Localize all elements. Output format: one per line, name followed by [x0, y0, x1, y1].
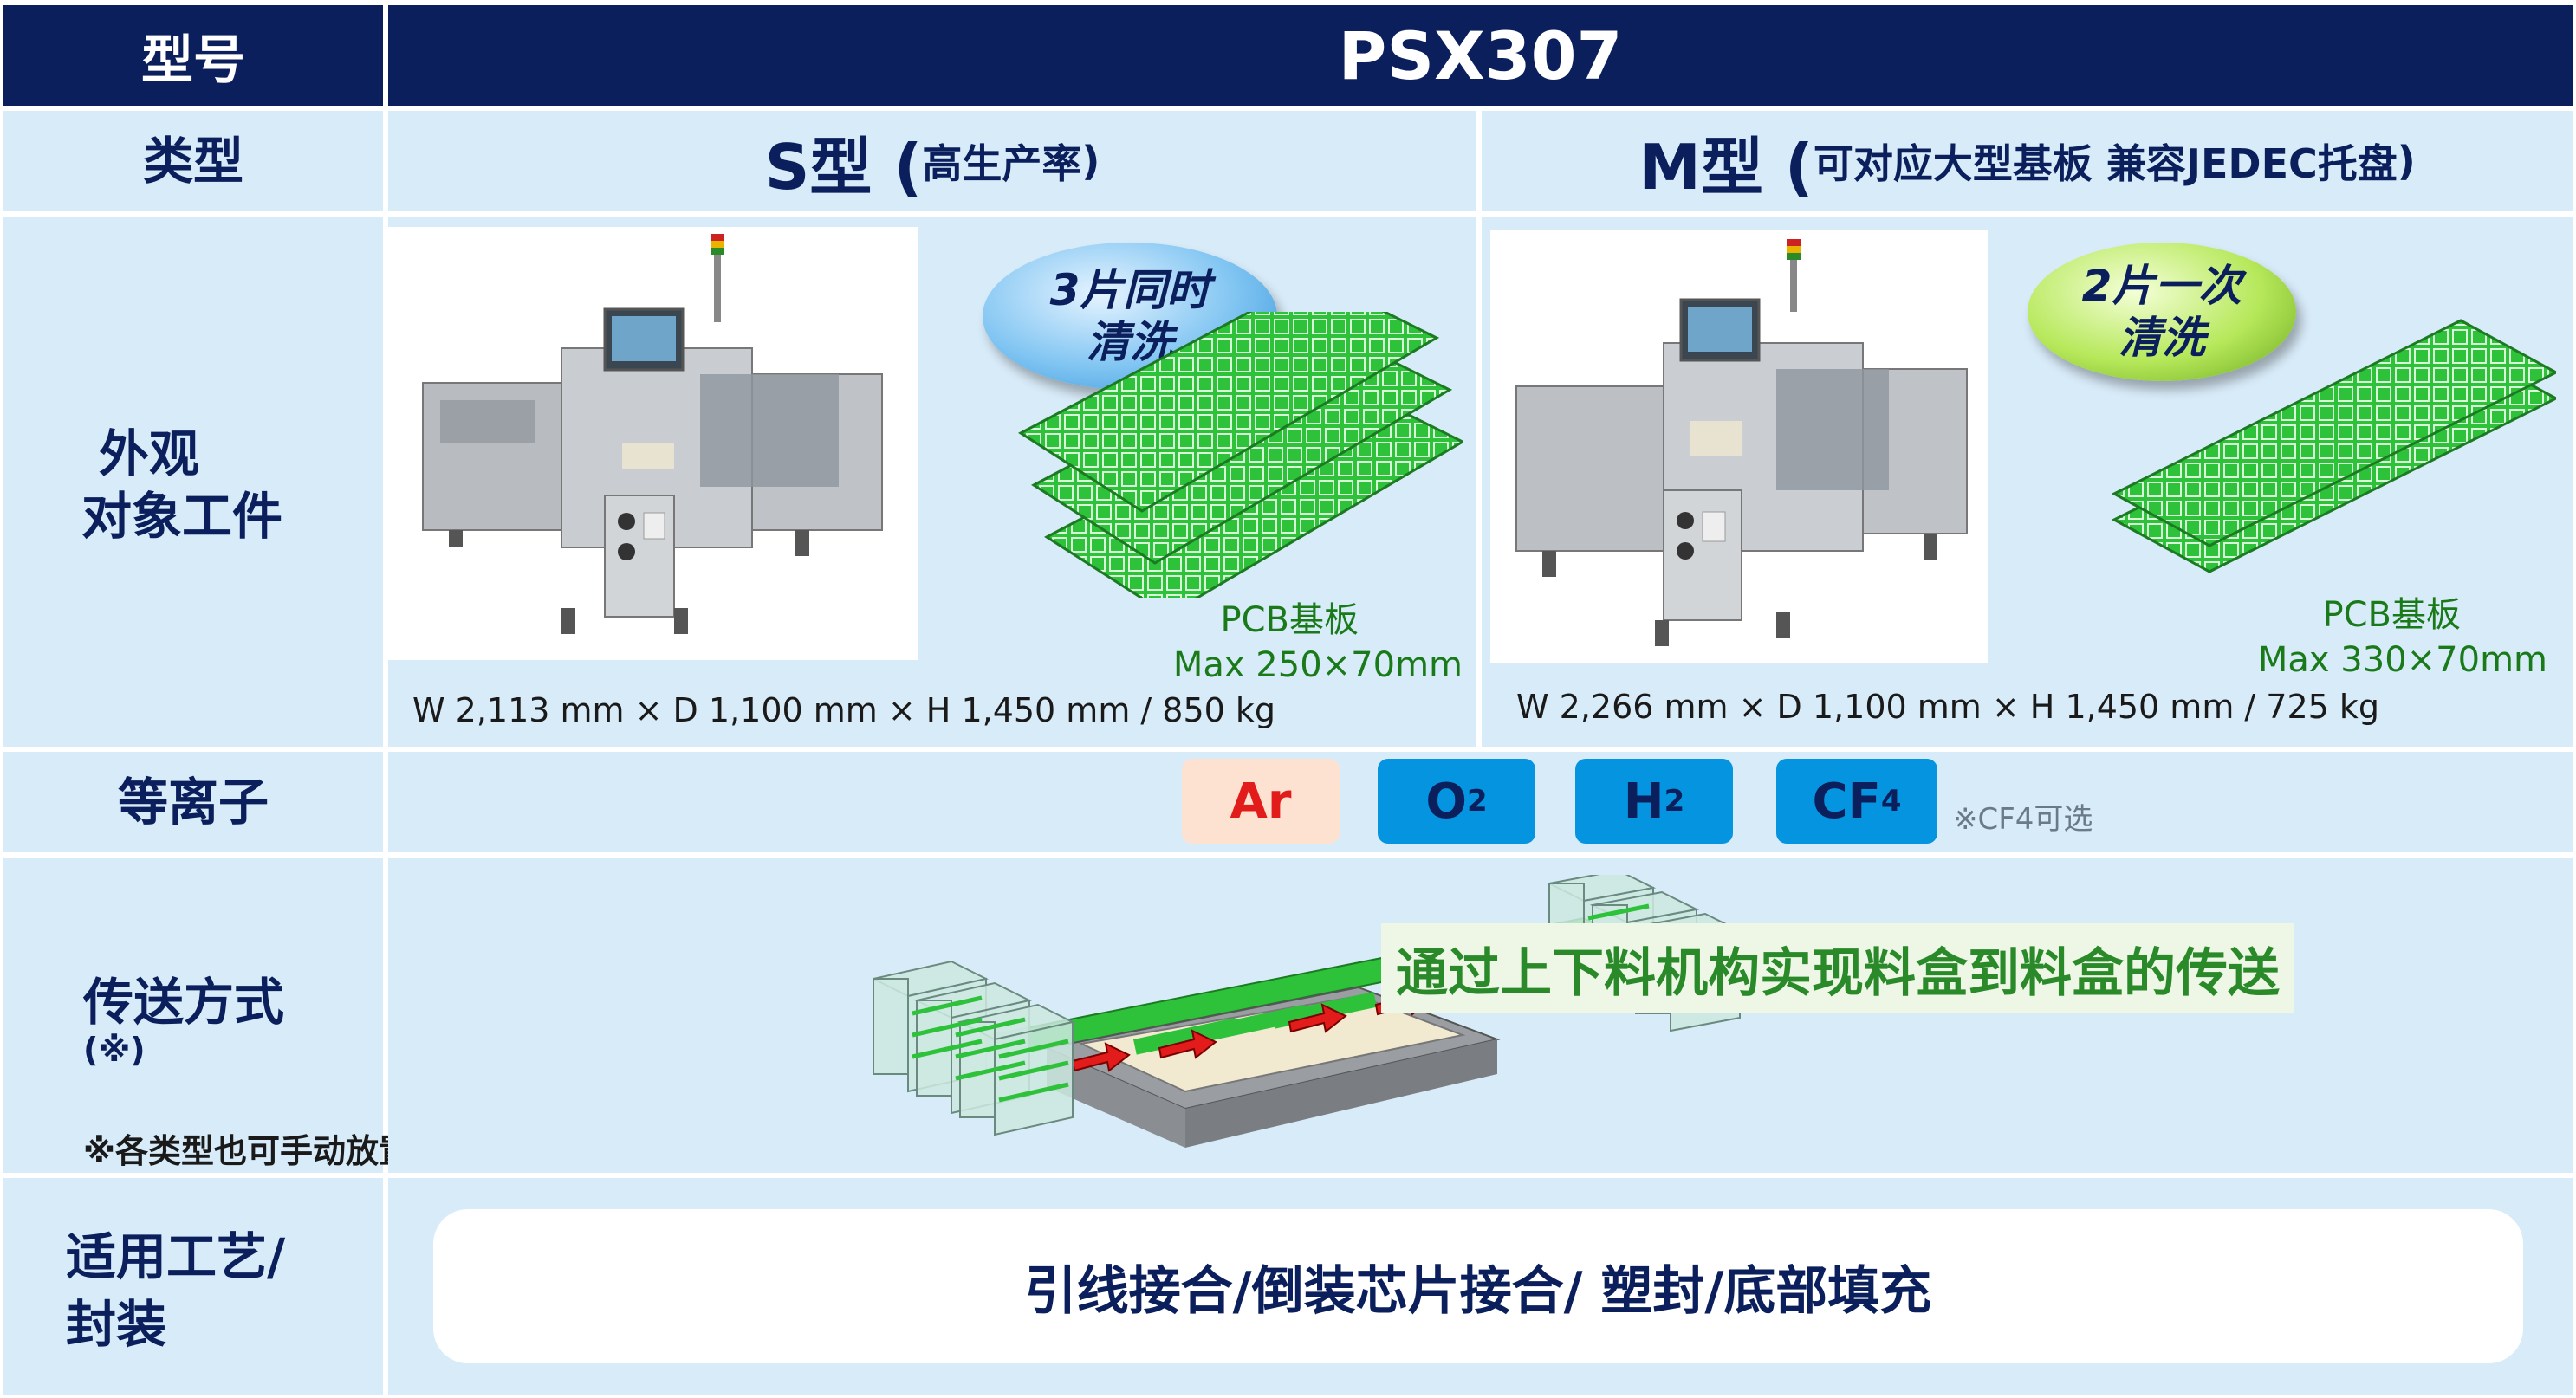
application-label-cell: 适用工艺/ 封装 — [3, 1178, 383, 1395]
m-type-header: M型 (可对应大型基板 兼容JEDEC托盘) — [1482, 111, 2573, 211]
m-type-desc: 可对应大型基板 兼容JEDEC托盘 — [1813, 140, 2398, 187]
transfer-label-mark: (※) — [83, 1031, 146, 1069]
s-type-header: S型 (高生产率) — [388, 111, 1476, 211]
gas-o2-sub: 2 — [1466, 784, 1488, 819]
workpiece-label: 对象工件 — [81, 487, 283, 546]
application-value-box: 引线接合/倒装芯片接合/ 塑封/底部填充 — [433, 1209, 2523, 1363]
magazine-transfer-illustration — [873, 875, 1743, 1148]
m-pcb-label: PCB基板 — [2322, 595, 2462, 635]
gas-ar-label: Ar — [1230, 773, 1292, 830]
s-dimensions: W 2,113 mm × D 1,100 mm × H 1,450 mm / 8… — [412, 691, 1276, 729]
type-label-cell: 类型 — [3, 111, 383, 211]
s-appearance-cell: 3片同时 清洗 PCB基板 Max 250×70mm W 2,113 mm × … — [388, 217, 1476, 747]
appearance-label: 外观 — [99, 424, 200, 483]
manual-placement-footnote: ※各类型也可手动放置 — [83, 1132, 412, 1170]
application-label-line2: 封装 — [66, 1295, 167, 1355]
transfer-label-cell: 传送方式 (※) ※各类型也可手动放置 — [3, 858, 412, 1173]
application-value-cell: 引线接合/倒装芯片接合/ 塑封/底部填充 — [388, 1178, 2573, 1395]
s-type-close: ) — [1081, 138, 1100, 184]
s-pcb-caption: PCB基板 Max 250×70mm — [1064, 598, 1463, 688]
m-type-name: M型 ( — [1638, 130, 1814, 204]
header-label: 型号 — [141, 29, 245, 91]
appearance-label-cell: 外观 对象工件 — [3, 217, 383, 747]
model-name: PSX307 — [1338, 16, 1623, 94]
cf4-optional-note: ※CF4可选 — [1953, 802, 2093, 837]
s-badge-line1: 3片同时 — [1049, 265, 1210, 315]
m-batch-clean-badge: 2片一次 清洗 — [2028, 243, 2296, 381]
s-pcb-label: PCB基板 — [1220, 600, 1359, 640]
m-pcb-stack-illustration — [2111, 319, 2556, 573]
m-type-close: ) — [2397, 138, 2416, 184]
m-appearance-cell: 2片一次 清洗 PCB基板 Max 330×70mm W 2,266 mm × … — [1482, 217, 2573, 747]
s-type-name: S型 ( — [764, 130, 923, 204]
m-pcb-caption: PCB基板 Max 330×70mm — [2140, 592, 2547, 683]
gas-o2-label: O — [1425, 773, 1467, 830]
gas-cf4-label: CF — [1812, 773, 1881, 830]
m-pcb-size: Max 330×70mm — [2257, 640, 2547, 680]
header-model-cell: PSX307 — [388, 5, 2573, 106]
m-badge-line1: 2片一次 — [2081, 261, 2242, 311]
header-label-cell: 型号 — [3, 5, 383, 106]
plasma-label-cell: 等离子 — [3, 752, 383, 852]
m-badge-line2: 清洗 — [2119, 313, 2205, 363]
s-machine-photo — [388, 227, 918, 660]
type-label: 类型 — [142, 131, 243, 191]
s-machine-illustration — [422, 234, 883, 634]
s-type-desc: 高生产率 — [922, 140, 1082, 187]
plasma-label: 等离子 — [117, 772, 269, 832]
gas-h2-label: H — [1623, 773, 1664, 830]
gas-h2-sub: 2 — [1664, 784, 1685, 819]
application-label: 适用工艺/ 封装 — [66, 1223, 285, 1359]
m-dimensions: W 2,266 mm × D 1,100 mm × H 1,450 mm / 7… — [1516, 688, 2380, 726]
application-label-line1: 适用工艺/ — [66, 1227, 286, 1286]
s-pcb-size: Max 250×70mm — [1172, 645, 1463, 685]
m-machine-photo — [1490, 230, 1988, 663]
gas-cf4-sub: 4 — [1880, 784, 1902, 819]
transfer-description: 通过上下料机构实现料盒到料盒的传送 — [1381, 923, 2294, 1013]
gas-ar-badge: Ar — [1182, 759, 1340, 844]
s-pcb-stack-illustration — [1018, 312, 1463, 598]
transfer-label: 传送方式 — [83, 973, 285, 1032]
application-value: 引线接合/倒装芯片接合/ 塑封/底部填充 — [1024, 1260, 1932, 1322]
transfer-diagram-cell: 通过上下料机构实现料盒到料盒的传送 — [388, 858, 2573, 1173]
m-machine-illustration — [1515, 239, 1968, 646]
